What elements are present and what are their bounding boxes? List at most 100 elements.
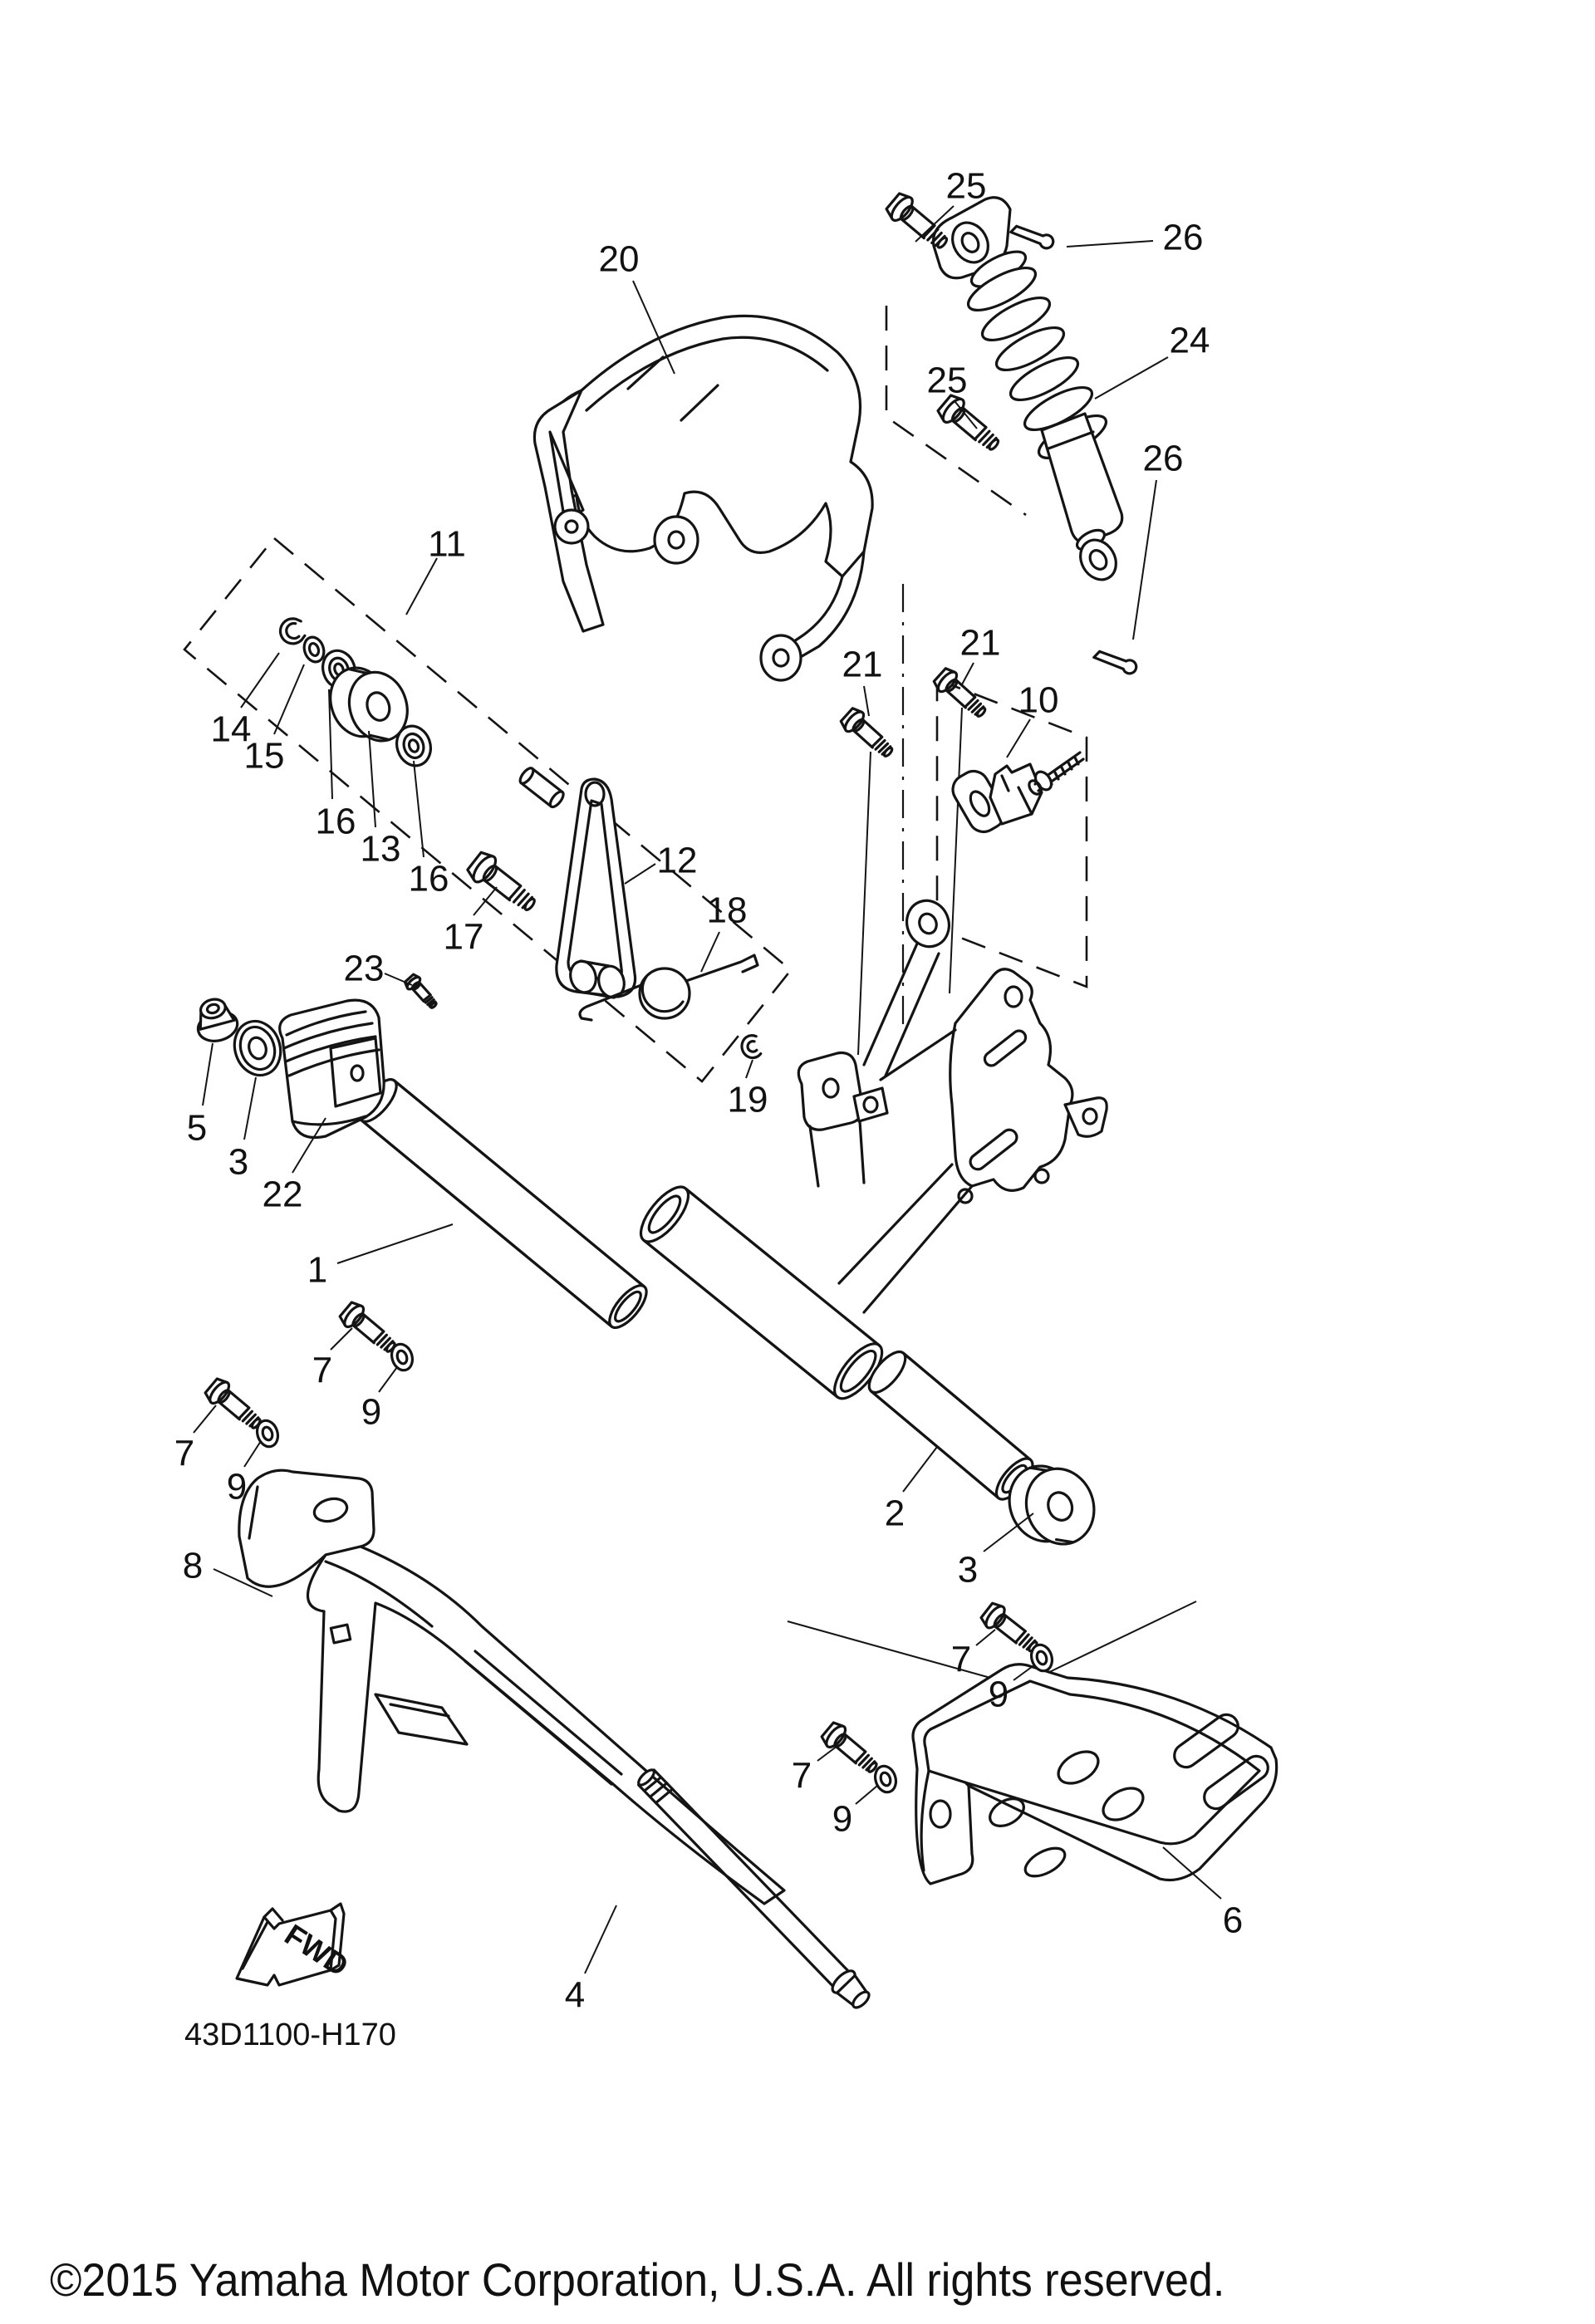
callout-label-7: 7 (174, 1434, 194, 1474)
cotter-pin-upper (1008, 221, 1057, 252)
callout-label-5: 5 (187, 1108, 207, 1149)
swingarm-front-bracket (798, 1053, 862, 1130)
callout-leader-9 (1013, 1665, 1035, 1680)
chain-guard (534, 316, 872, 680)
skid-bolt-left (817, 1718, 885, 1781)
chain-guide-block (280, 1000, 384, 1137)
callout-leader-7 (331, 1328, 352, 1350)
relay-arm (557, 779, 636, 1000)
cotter-pin-lower (1091, 646, 1140, 677)
callout-label-19: 19 (728, 1080, 768, 1120)
callout-label-9: 9 (989, 1674, 1009, 1715)
callout-label-26: 26 (1143, 439, 1184, 479)
callout-label-23: 23 (344, 949, 385, 989)
callout-leader-14 (241, 653, 279, 708)
bearing-set (277, 616, 566, 809)
callout-leader-10 (1007, 719, 1030, 758)
guard-roller-small (555, 510, 588, 543)
callout-leader-16 (414, 761, 424, 857)
callout-label-16: 16 (409, 859, 449, 900)
callout-leader-1 (337, 1224, 453, 1263)
callout-label-11: 11 (428, 524, 466, 565)
skid-slot-lower (1200, 1752, 1273, 1813)
callout-label-3: 3 (228, 1142, 248, 1183)
callout-label-3: 3 (958, 1550, 978, 1591)
callout-leader-24 (1095, 357, 1168, 399)
callout-label-1: 1 (307, 1250, 327, 1291)
swingarm-body (633, 895, 1107, 1405)
callout-leader-13 (369, 731, 375, 827)
spacer-roller (321, 655, 415, 753)
plate-slot-lower (967, 1127, 1019, 1173)
callout-leader-21 (962, 663, 974, 684)
callout-leader-18 (701, 932, 719, 972)
callout-leader-6 (1163, 1847, 1221, 1899)
case-bolt-upper (336, 1297, 403, 1361)
copyright-text: ©2015 Yamaha Motor Corporation, U.S.A. A… (50, 2253, 1225, 2306)
flange-nut (191, 995, 240, 1046)
callout-leader-4 (585, 1905, 616, 1973)
callout-leader-5 (203, 1043, 213, 1106)
callout-label-17: 17 (444, 917, 484, 958)
callout-label-2: 2 (885, 1493, 905, 1534)
callout-label-9: 9 (832, 1799, 852, 1840)
callout-label-21: 21 (960, 623, 1001, 664)
group-box-10 (937, 679, 1087, 987)
callout-leader-8 (213, 1569, 272, 1596)
diagram-code: 43D1100-H170 (184, 2018, 396, 2052)
shock-upper-eyelet (945, 216, 995, 268)
plate-slot-upper (982, 1028, 1028, 1068)
callout-label-6: 6 (1223, 1900, 1243, 1941)
callout-leader-21 (864, 686, 869, 716)
skid-slot-upper (1170, 1710, 1243, 1772)
pivot-pin (518, 766, 566, 809)
callout-layer: 2025262425262121101114151613161712181923… (174, 166, 1243, 2016)
callout-leader-12 (625, 864, 655, 884)
shock-absorber (933, 198, 1122, 586)
callout-leader-9 (379, 1367, 397, 1392)
chain-tensioner (947, 753, 1083, 837)
swingarm-right-tab (1065, 1098, 1107, 1136)
through-bolt (633, 1765, 875, 2013)
relay-arm-bolt (463, 847, 543, 920)
callout-label-22: 22 (263, 1174, 303, 1215)
callout-label-9: 9 (361, 1392, 381, 1433)
callout-leader-7 (976, 1630, 995, 1645)
swingarm-upper-eyelet (901, 895, 955, 953)
shock-lower-eyelet (1073, 533, 1123, 586)
callout-leader-9 (856, 1786, 877, 1804)
callout-leader-23 (385, 973, 412, 985)
callout-label-13: 13 (361, 829, 401, 870)
callout-label-7: 7 (792, 1756, 812, 1797)
callout-leader-25 (955, 402, 977, 429)
callout-label-8: 8 (183, 1546, 203, 1586)
callout-leader-7 (194, 1405, 216, 1433)
guard-mount-eyelet (761, 635, 801, 680)
callout-label-7: 7 (312, 1351, 332, 1391)
callout-label-26: 26 (1163, 218, 1204, 258)
callout-leader-3 (244, 1077, 256, 1140)
bushing-right (999, 1451, 1105, 1558)
callout-leader-3 (984, 1513, 1033, 1552)
callout-label-15: 15 (244, 736, 285, 777)
callout-label-10: 10 (1018, 680, 1059, 721)
guard-roller (655, 517, 698, 563)
callout-leader-9 (244, 1441, 261, 1467)
guide-screw (402, 972, 442, 1012)
spring-washer (739, 1034, 761, 1060)
callout-leader-15 (274, 664, 304, 734)
callout-leader-11 (406, 558, 437, 615)
callout-label-18: 18 (707, 890, 748, 931)
swingarm-lower-arm (839, 1164, 972, 1312)
group-box-11 (184, 538, 791, 1081)
pivot-shaft (353, 1074, 652, 1333)
callout-leader-7 (817, 1746, 837, 1761)
torsion-spring (580, 955, 758, 1020)
callout-label-25: 25 (946, 166, 987, 207)
callout-leader-20 (633, 281, 675, 374)
callout-leader-17 (474, 887, 497, 915)
swingarm-cross-tube (633, 1179, 891, 1405)
callout-label-16: 16 (316, 802, 356, 842)
case-bolt-lower (201, 1374, 268, 1437)
